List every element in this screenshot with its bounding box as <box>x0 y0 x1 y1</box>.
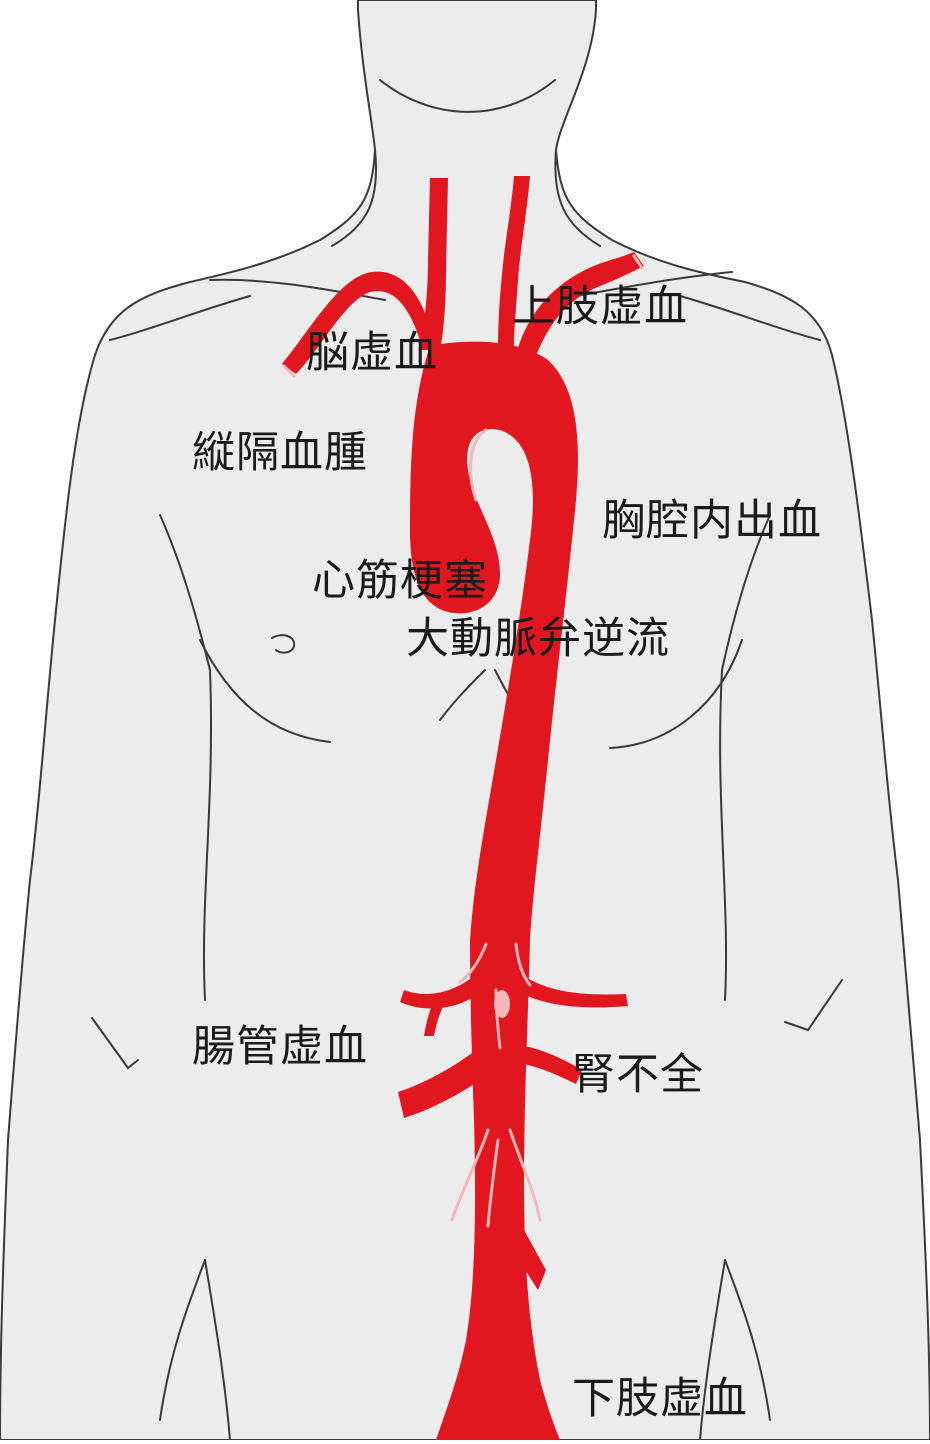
lower-limb-ischemia-label: 下肢虚血 <box>572 1378 748 1421</box>
intestinal-ischemia-label: 腸管虚血 <box>192 1026 368 1069</box>
brain-ischemia-label: 脳虚血 <box>306 332 438 375</box>
mediastinal-hematoma-label: 縦隔血腫 <box>192 432 368 475</box>
mesenteric-highlight <box>494 990 510 1018</box>
upper-limb-ischemia-label: 上肢虚血 <box>512 286 688 329</box>
aortic-regurgitation-label: 大動脈弁逆流 <box>406 618 670 661</box>
myocardial-infarction-label: 心筋梗塞 <box>312 560 488 603</box>
thoracic-hemorrhage-label: 胸腔内出血 <box>602 500 822 543</box>
renal-failure-label: 腎不全 <box>572 1054 704 1097</box>
